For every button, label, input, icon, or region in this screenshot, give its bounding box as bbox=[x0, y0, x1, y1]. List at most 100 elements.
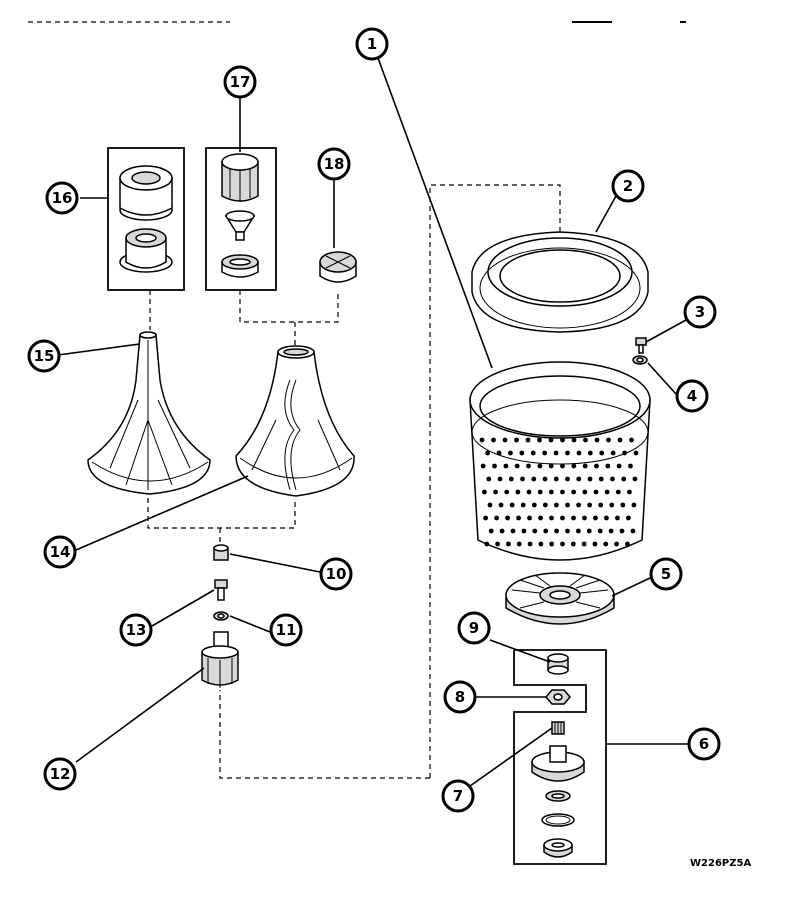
basket-hole bbox=[565, 502, 570, 508]
basket-hole bbox=[521, 528, 527, 534]
basket-hole bbox=[560, 489, 565, 495]
basket-hole bbox=[514, 463, 520, 469]
part-3-screw bbox=[635, 337, 647, 354]
leader-lines bbox=[57, 57, 688, 787]
basket-hole bbox=[627, 489, 632, 495]
basket-hole bbox=[548, 437, 554, 443]
callout-4-label: 4 bbox=[687, 387, 697, 405]
basket-hole bbox=[560, 541, 565, 547]
basket-hole bbox=[510, 528, 516, 534]
part-4-washer bbox=[632, 355, 648, 365]
basket-hole bbox=[554, 528, 559, 534]
basket-hole bbox=[604, 489, 610, 495]
basket-hole bbox=[537, 437, 542, 443]
basket-hole bbox=[508, 476, 514, 482]
basket-hole bbox=[494, 515, 499, 521]
part-5-hub bbox=[505, 572, 615, 625]
basket-hole bbox=[571, 489, 577, 495]
basket-hole bbox=[542, 476, 548, 482]
callout-12: 12 bbox=[43, 757, 77, 791]
part-16-dispenser bbox=[119, 165, 173, 273]
basket-hole bbox=[587, 450, 593, 456]
basket-hole bbox=[632, 476, 638, 482]
basket-hole bbox=[480, 463, 486, 469]
basket-hole bbox=[548, 489, 554, 495]
basket-hole bbox=[610, 476, 615, 482]
basket-hole bbox=[531, 476, 537, 482]
part-13-screw bbox=[214, 579, 228, 601]
basket-hole bbox=[486, 476, 492, 482]
basket-hole bbox=[514, 437, 519, 443]
callout-9: 9 bbox=[457, 611, 491, 645]
basket-hole bbox=[498, 502, 504, 508]
part-9-nut bbox=[547, 653, 569, 675]
callout-3: 3 bbox=[683, 295, 717, 329]
callout-7-label: 7 bbox=[453, 787, 463, 805]
part-1-basket bbox=[469, 361, 651, 561]
basket-hole bbox=[543, 528, 549, 534]
basket-hole bbox=[592, 541, 598, 547]
basket-hole bbox=[538, 541, 544, 547]
basket-hole bbox=[593, 489, 599, 495]
basket-hole bbox=[624, 541, 630, 547]
callout-13: 13 bbox=[119, 613, 153, 647]
basket-hole bbox=[560, 515, 565, 521]
basket-hole bbox=[560, 463, 565, 469]
basket-hole bbox=[598, 476, 604, 482]
basket-hole bbox=[583, 437, 588, 443]
basket-hole bbox=[504, 489, 510, 495]
basket-hole bbox=[605, 463, 611, 469]
basket-hole bbox=[538, 515, 543, 521]
basket-hole bbox=[488, 528, 494, 534]
basket-hole bbox=[496, 450, 502, 456]
basket-hole bbox=[502, 437, 508, 443]
basket-hole bbox=[581, 541, 587, 547]
basket-hole bbox=[497, 476, 503, 482]
basket-hole bbox=[537, 489, 543, 495]
basket-hole bbox=[542, 502, 548, 508]
basket-hole bbox=[630, 528, 636, 534]
basket-hole bbox=[484, 541, 490, 547]
callout-1-label: 1 bbox=[367, 35, 377, 53]
callout-11: 11 bbox=[269, 613, 303, 647]
part-15-agitator bbox=[87, 331, 211, 495]
basket-hole bbox=[594, 463, 599, 469]
callout-16: 16 bbox=[45, 181, 79, 215]
basket-hole bbox=[594, 437, 600, 443]
basket-hole bbox=[626, 515, 631, 521]
basket-hole bbox=[565, 450, 570, 456]
basket-hole bbox=[619, 528, 625, 534]
callout-18-label: 18 bbox=[324, 155, 345, 173]
callout-8-label: 8 bbox=[455, 688, 465, 706]
basket-hole bbox=[549, 515, 554, 521]
basket-hole bbox=[599, 450, 605, 456]
basket-hole bbox=[487, 502, 493, 508]
basket-hole bbox=[606, 437, 611, 443]
basket-hole bbox=[617, 437, 623, 443]
basket-hole bbox=[622, 450, 627, 456]
basket-holes bbox=[479, 437, 639, 547]
basket-hole bbox=[597, 528, 603, 534]
part-14-agitator bbox=[235, 345, 355, 497]
basket-hole bbox=[615, 489, 621, 495]
basket-hole bbox=[509, 502, 515, 508]
part-17-group-box bbox=[205, 147, 277, 291]
basket-hole bbox=[531, 502, 537, 508]
basket-hole bbox=[576, 476, 582, 482]
basket-hole bbox=[506, 541, 511, 547]
basket-hole bbox=[610, 450, 616, 456]
callout-17-label: 17 bbox=[230, 73, 251, 91]
basket-hole bbox=[491, 437, 496, 443]
basket-hole bbox=[526, 489, 532, 495]
basket-hole bbox=[549, 541, 555, 547]
basket-hole bbox=[553, 476, 559, 482]
part-2-balance-ring bbox=[471, 231, 649, 333]
callout-10: 10 bbox=[319, 557, 353, 591]
basket-hole bbox=[615, 515, 620, 521]
basket-hole bbox=[492, 463, 497, 469]
callout-4: 4 bbox=[675, 379, 709, 413]
part-7-spline bbox=[551, 721, 565, 735]
basket-hole bbox=[593, 515, 598, 521]
basket-hole bbox=[582, 515, 587, 521]
